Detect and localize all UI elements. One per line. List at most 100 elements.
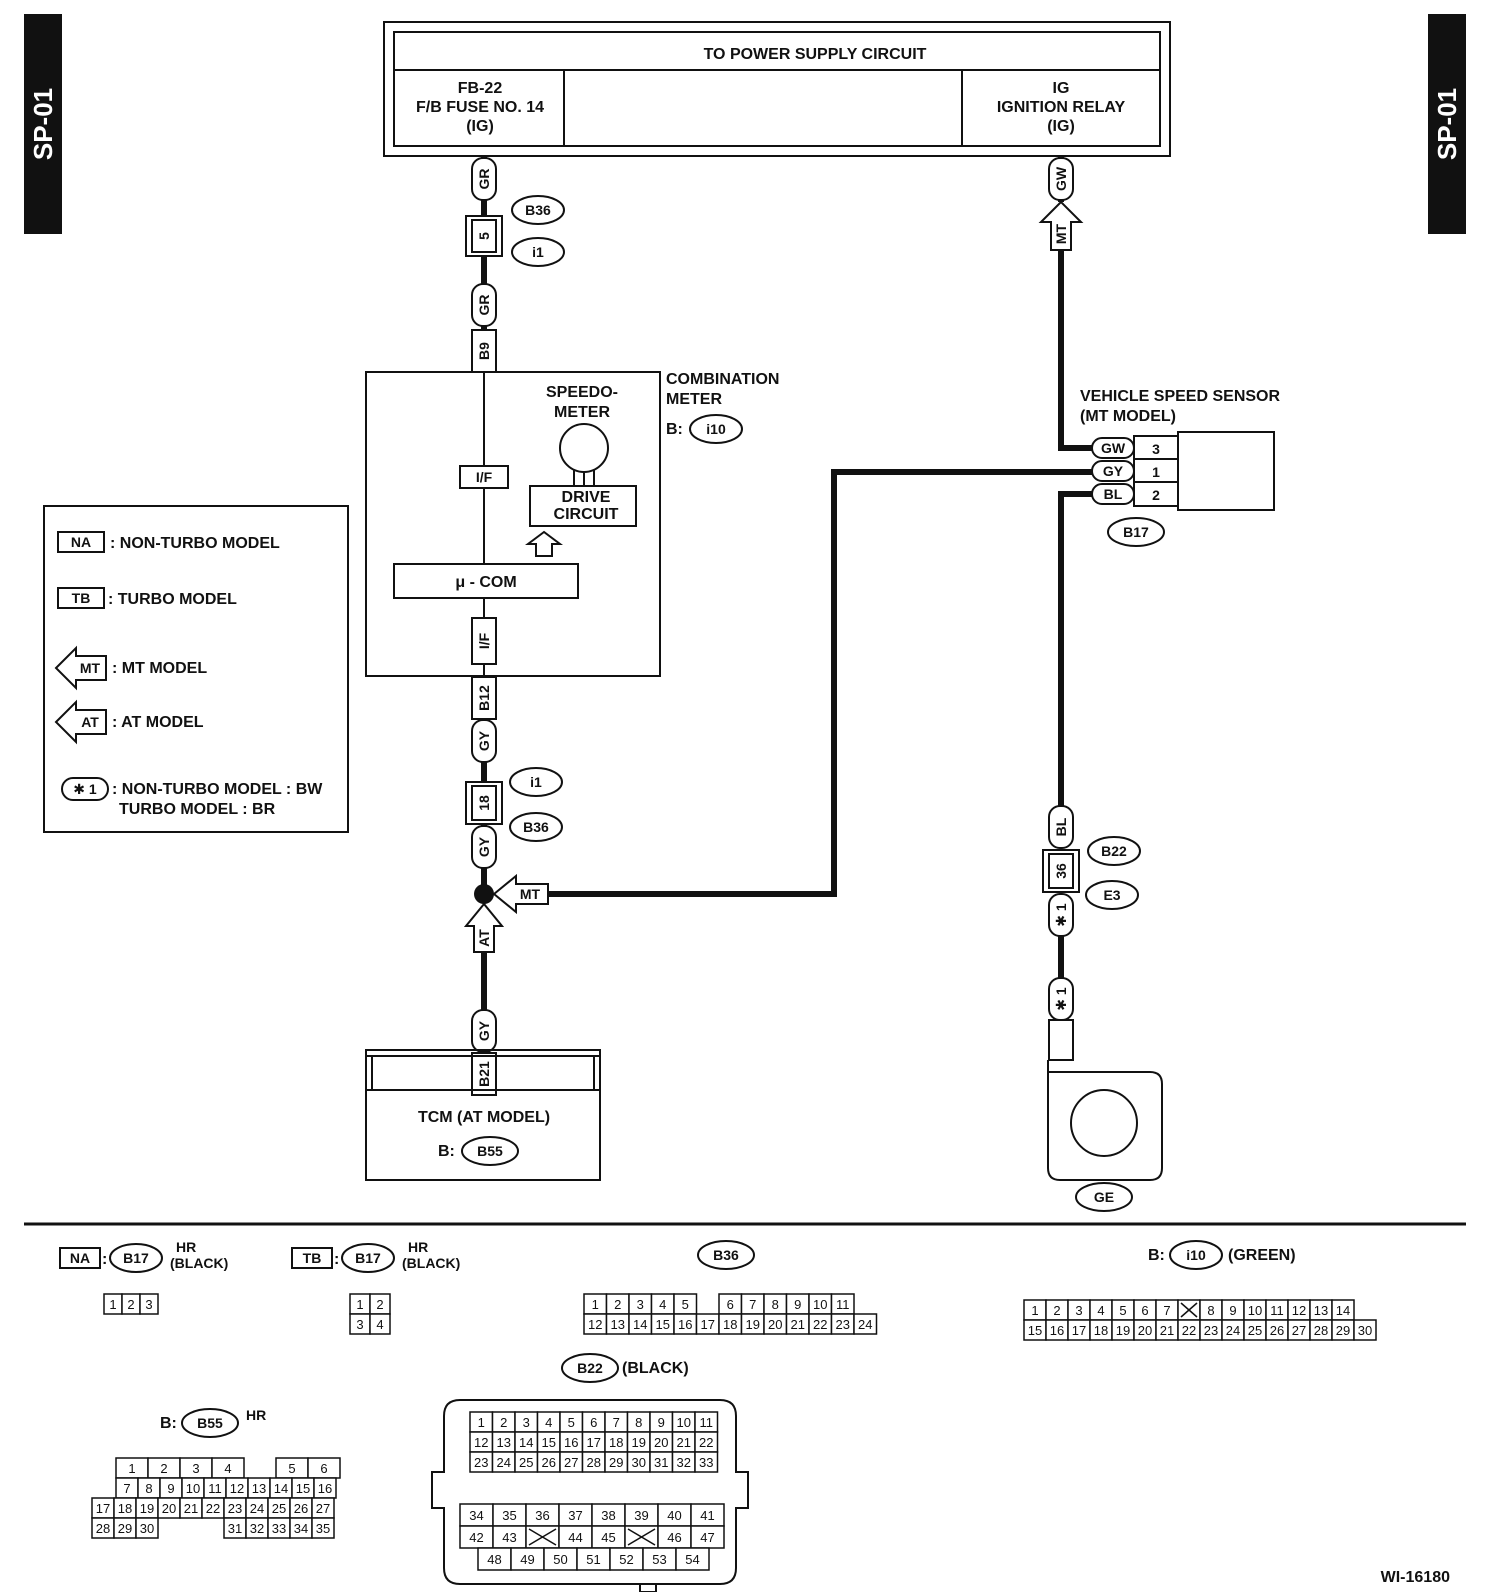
connector-pin: 34 (469, 1508, 483, 1523)
connector-pin: 12 (1292, 1303, 1306, 1318)
wire-label-bl: BL (1053, 817, 1069, 836)
connector-pin: 16 (564, 1435, 578, 1450)
combination-meter: COMBINATION METER B: i10 I/F SPEEDO- MET… (365, 371, 779, 677)
connector-pin: 14 (633, 1317, 647, 1332)
speedometer-label-1: SPEEDO- (546, 384, 618, 401)
connector-pin: 46 (667, 1530, 681, 1545)
connector-pin: 7 (123, 1481, 130, 1496)
connector-pin: 15 (542, 1435, 556, 1450)
connector-pin: 24 (1226, 1323, 1240, 1338)
pin-36: 36 (1053, 863, 1069, 879)
connector-pin: 8 (635, 1415, 642, 1430)
connector-pin: 37 (568, 1508, 582, 1523)
if-top: I/F (476, 469, 493, 485)
wire-label-gy-1: GY (476, 730, 492, 751)
svg-text:MT: MT (520, 886, 541, 902)
connector-pin: 7 (1163, 1303, 1170, 1318)
connector-pin: 14 (274, 1481, 288, 1496)
connector-pin: 10 (677, 1415, 691, 1430)
connector-pin: 9 (1229, 1303, 1236, 1318)
connector-pin: 7 (749, 1297, 756, 1312)
star-1-bottom: ✱ 1 (1053, 987, 1069, 1011)
connector-pin: 13 (611, 1317, 625, 1332)
connector-pin: 23 (836, 1317, 850, 1332)
connector-pin: 6 (727, 1297, 734, 1312)
connector-pin: 29 (1336, 1323, 1350, 1338)
legend: NA : NON-TURBO MODEL TB : TURBO MODEL MT… (43, 505, 349, 833)
tcm-box: TCM (AT MODEL) B: B55 (365, 1049, 601, 1181)
connector-pin: 30 (632, 1455, 646, 1470)
combination-meter-title-2: METER (666, 391, 722, 408)
wire-label-gy-2: GY (476, 836, 492, 857)
connector-pin: 13 (1314, 1303, 1328, 1318)
connector-pin: 29 (118, 1521, 132, 1536)
relay-label-2: IGNITION RELAY (997, 99, 1126, 116)
connector-pin: 21 (791, 1317, 805, 1332)
connector-pin: 24 (497, 1455, 511, 1470)
connector-pin: 32 (250, 1521, 264, 1536)
up-arrow-icon (525, 530, 563, 557)
fuse-label-1: FB-22 (458, 80, 503, 97)
connector-pin: 53 (652, 1552, 666, 1567)
connector-pin: 1 (1031, 1303, 1038, 1318)
connector-pin: 48 (487, 1552, 501, 1567)
connector-pin: 27 (316, 1501, 330, 1516)
wire-label-gy-tcm: GY (476, 1020, 492, 1041)
relay-label-1: IG (1053, 80, 1070, 97)
connector-pin: 12 (230, 1481, 244, 1496)
connector-pin: 28 (587, 1455, 601, 1470)
connector-pin: 49 (520, 1552, 534, 1567)
conn-i10: i10 (706, 421, 726, 437)
legend-mt-text: : MT MODEL (112, 660, 207, 677)
conn-e3: E3 (1103, 887, 1120, 903)
connector-pin: 20 (768, 1317, 782, 1332)
svg-text:(BLACK): (BLACK) (170, 1255, 228, 1271)
if-bottom: I/F (476, 632, 492, 649)
star-1-top: ✱ 1 (1053, 903, 1069, 927)
svg-text:(GREEN): (GREEN) (1228, 1247, 1296, 1264)
connector-pin: 5 (1119, 1303, 1126, 1318)
conn-i1-low: i1 (530, 774, 542, 790)
at-arrow-up (463, 902, 505, 953)
connector-pin: 21 (184, 1501, 198, 1516)
legend-na-text: : NON-TURBO MODEL (110, 535, 280, 552)
vss-title-1: VEHICLE SPEED SENSOR (1080, 388, 1280, 405)
connector-pin: 19 (1116, 1323, 1130, 1338)
connector-pin: 7 (613, 1415, 620, 1430)
connector-pin: 4 (224, 1461, 231, 1476)
conn-b17: B17 (1123, 524, 1149, 540)
connector-pin: 10 (186, 1481, 200, 1496)
svg-text:B22: B22 (577, 1360, 603, 1376)
svg-text:HR: HR (408, 1239, 428, 1255)
connector-pin: 3 (523, 1415, 530, 1430)
connector-pin: 8 (772, 1297, 779, 1312)
connector-pin: 5 (682, 1297, 689, 1312)
pin-b9: B9 (476, 342, 492, 360)
connector-pin: 32 (677, 1455, 691, 1470)
connector-pin: 2 (614, 1297, 621, 1312)
legend-tb-tag: TB (72, 590, 91, 606)
connector-pin: 29 (609, 1455, 623, 1470)
svg-text:SP-01: SP-01 (28, 88, 58, 160)
connector-pin: 25 (1248, 1323, 1262, 1338)
connector-pin: 2 (1053, 1303, 1060, 1318)
legend-mt-arrow (54, 645, 107, 691)
connector-pin: 11 (700, 1415, 714, 1430)
legend-star-tag: ✱ 1 (73, 781, 97, 797)
svg-text:AT: AT (81, 714, 99, 730)
conn-i1-top: i1 (532, 244, 544, 260)
connector-pin: 18 (609, 1435, 623, 1450)
power-supply-title: TO POWER SUPPLY CIRCUIT (704, 46, 927, 63)
connector-pin: 4 (545, 1415, 552, 1430)
connector-pin: 24 (858, 1317, 872, 1332)
connector-pin: 10 (813, 1297, 827, 1312)
tcm-conn-prefix: B: (438, 1143, 455, 1160)
connector-pin: 15 (1028, 1323, 1042, 1338)
connector-pin: 15 (656, 1317, 670, 1332)
mt-wire (548, 469, 1078, 897)
connector-pin: 22 (699, 1435, 713, 1450)
connector-pin: 34 (294, 1521, 308, 1536)
connector-pin: 35 (316, 1521, 330, 1536)
